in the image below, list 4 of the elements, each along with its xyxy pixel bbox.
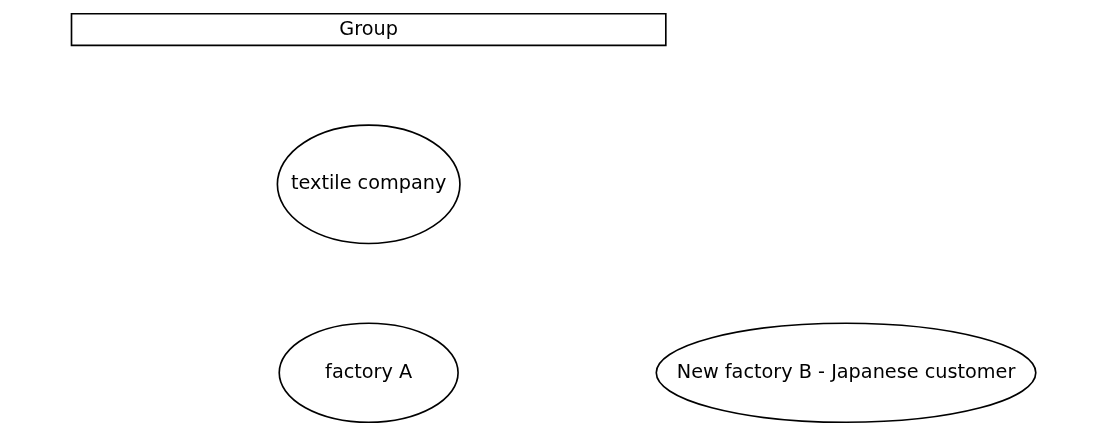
node-box: Group bbox=[70, 12, 667, 47]
node-ellipse: New factory B - Japanese customer bbox=[655, 322, 1037, 424]
node-ellipse: factory A bbox=[278, 322, 459, 424]
node-ellipse: textile company bbox=[276, 124, 461, 245]
